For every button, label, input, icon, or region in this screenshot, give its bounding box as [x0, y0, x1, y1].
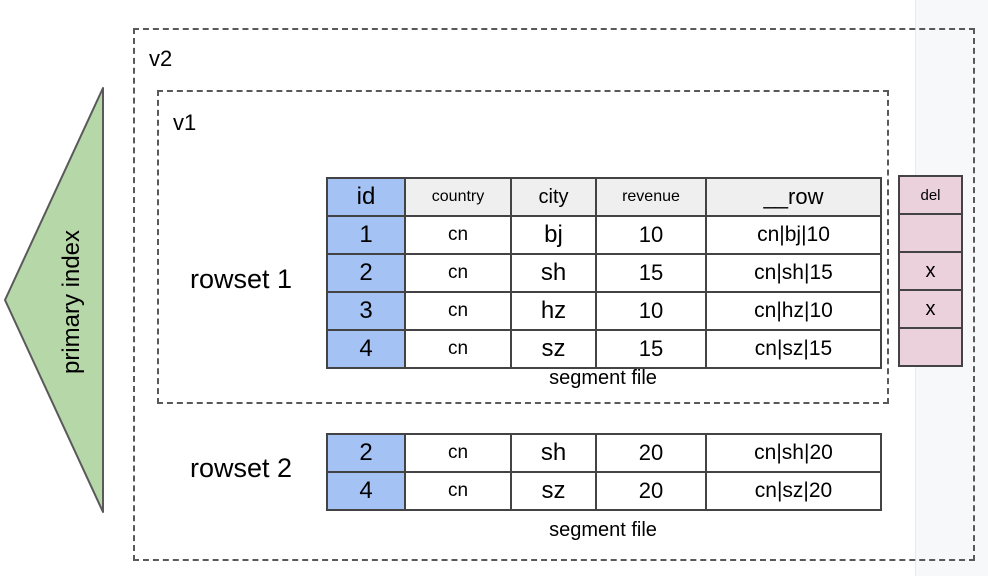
cell-revenue: 10	[595, 215, 707, 255]
cell-id: 3	[326, 291, 406, 331]
del-header: del	[898, 175, 963, 215]
cell-city: hz	[510, 291, 597, 331]
cell-row: cn|sz|20	[705, 471, 882, 511]
cell-city: sz	[510, 329, 597, 369]
v2-label: v2	[149, 46, 173, 71]
del-cell	[898, 327, 963, 367]
primary-index-label: primary index	[58, 229, 85, 375]
del-cell: x	[898, 289, 963, 329]
cell-row: cn|sh|20	[705, 433, 882, 473]
cell-id: 4	[326, 329, 406, 369]
table-row: 3 cn hz 10 cn|hz|10	[326, 291, 882, 331]
segment-file-caption: segment file	[549, 519, 657, 541]
cell-id: 2	[326, 253, 406, 293]
col-header-revenue: revenue	[595, 177, 707, 217]
cell-revenue: 10	[595, 291, 707, 331]
table-row: x	[898, 289, 963, 329]
cell-row: cn|sz|15	[705, 329, 882, 369]
cell-country: cn	[404, 291, 512, 331]
table-row	[898, 213, 963, 253]
rowset2-label: rowset 2	[190, 453, 293, 483]
col-header-country: country	[404, 177, 512, 217]
table-row: 4 cn sz 20 cn|sz|20	[326, 471, 882, 511]
col-header-id: id	[326, 177, 406, 217]
cell-revenue: 15	[595, 253, 707, 293]
delete-vector-column: del x x	[898, 175, 963, 367]
cell-revenue: 15	[595, 329, 707, 369]
cell-country: cn	[404, 329, 512, 369]
table-row	[898, 327, 963, 367]
table-row: 4 cn sz 15 cn|sz|15	[326, 329, 882, 369]
cell-id: 4	[326, 471, 406, 511]
cell-id: 2	[326, 433, 406, 473]
rowset1-table: id country city revenue __row 1 cn bj 10…	[326, 177, 882, 369]
rowset1-label: rowset 1	[190, 264, 293, 294]
del-cell: x	[898, 251, 963, 291]
table-row: 1 cn bj 10 cn|bj|10	[326, 215, 882, 255]
v1-label: v1	[173, 110, 197, 135]
table-row: 2 cn sh 15 cn|sh|15	[326, 253, 882, 293]
cell-row: cn|hz|10	[705, 291, 882, 331]
version-box-v1	[157, 90, 889, 404]
col-header-row: __row	[705, 177, 882, 217]
rowset2-table: 2 cn sh 20 cn|sh|20 4 cn sz 20 cn|sz|20	[326, 433, 882, 511]
table-row: x	[898, 251, 963, 291]
cell-row: cn|sh|15	[705, 253, 882, 293]
segment-file-caption: segment file	[549, 367, 657, 389]
cell-id: 1	[326, 215, 406, 255]
table-header-row: del	[898, 175, 963, 215]
cell-row: cn|bj|10	[705, 215, 882, 255]
cell-city: bj	[510, 215, 597, 255]
cell-country: cn	[404, 471, 512, 511]
col-header-city: city	[510, 177, 597, 217]
del-cell	[898, 213, 963, 253]
primary-index-triangle	[4, 87, 104, 513]
table-header-row: id country city revenue __row	[326, 177, 882, 217]
cell-city: sz	[510, 471, 597, 511]
cell-revenue: 20	[595, 433, 707, 473]
table-row: 2 cn sh 20 cn|sh|20	[326, 433, 882, 473]
cell-city: sh	[510, 253, 597, 293]
version-box-v2	[133, 28, 975, 561]
cell-country: cn	[404, 215, 512, 255]
cell-city: sh	[510, 433, 597, 473]
cell-revenue: 20	[595, 471, 707, 511]
cell-country: cn	[404, 433, 512, 473]
cell-country: cn	[404, 253, 512, 293]
